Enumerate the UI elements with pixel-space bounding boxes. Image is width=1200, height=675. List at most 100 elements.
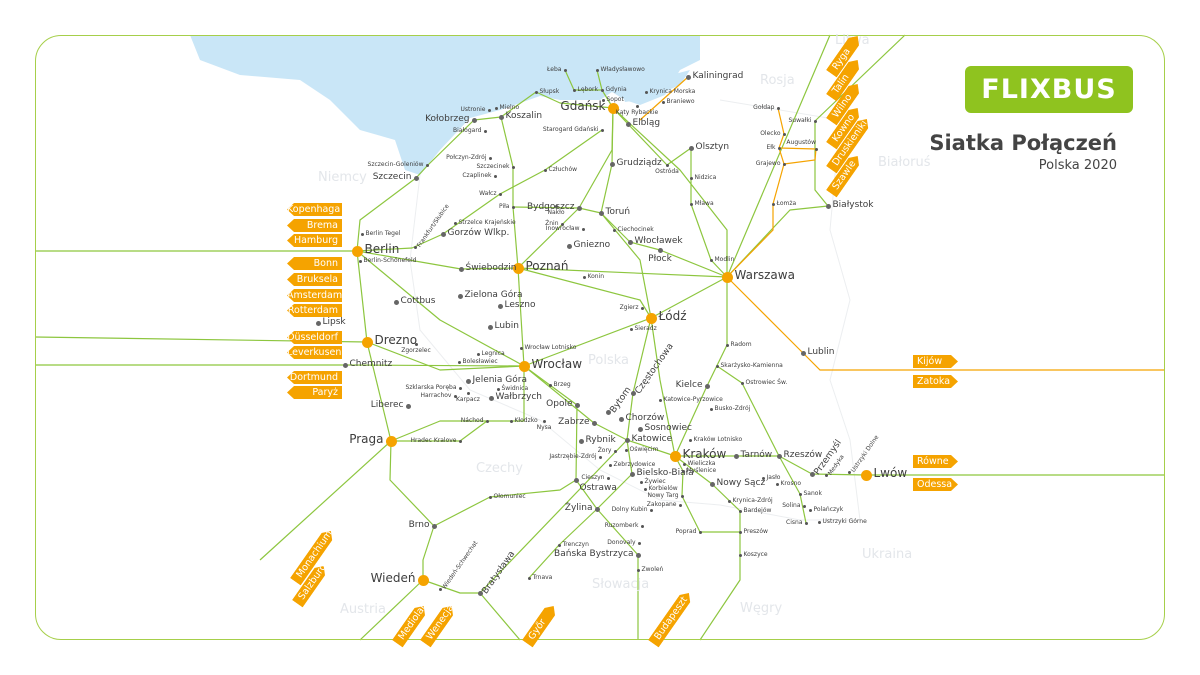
city-label-czaplinek[interactable]: Czaplinek (462, 172, 492, 179)
city-label-ruzomberk[interactable]: Ruzomberk (604, 522, 639, 529)
city-label-ciechocinek[interactable]: Ciechocinek (617, 226, 654, 233)
city-label-szczecinek[interactable]: Szczecinek (476, 163, 510, 170)
city-label-krakow[interactable]: Kraków (682, 447, 727, 461)
city-label-lwow[interactable]: Lwów (873, 466, 908, 480)
city-label-ostroda[interactable]: Ostróda (655, 167, 679, 175)
city-label-korbielow[interactable]: Korbielów (648, 485, 678, 492)
city-label-olsztyn[interactable]: Olsztyn (695, 142, 730, 152)
city-label-cisna[interactable]: Cisna (786, 519, 803, 526)
city-label-walcz[interactable]: Wałcz (479, 190, 497, 197)
city-label-swidnica[interactable]: Świdnica (501, 385, 529, 392)
destination-tag-amsterdam[interactable]: Amsterdam (287, 289, 343, 302)
destination-tag-odessa[interactable]: Odessa (913, 478, 958, 491)
city-label-wloclawek[interactable]: Włocławek (634, 236, 683, 246)
city-label-radom[interactable]: Radom (730, 341, 752, 348)
city-label-szczecin-goleniow[interactable]: Szczecin-Goleniów (367, 161, 424, 168)
city-label-koszyce[interactable]: Koszyce (743, 551, 768, 558)
city-label-czluchow[interactable]: Człuchów (548, 166, 578, 173)
city-label-skarzysko-kamienna[interactable]: Skarżysko-Kamienna (720, 362, 783, 369)
city-label-opole[interactable]: Opole (546, 399, 573, 409)
destination-tag-dortmund[interactable]: Dortmund (287, 371, 342, 384)
city-label-brzeg[interactable]: Brzeg (553, 381, 571, 388)
city-label-pila[interactable]: Piła (498, 203, 510, 210)
city-label-naklo[interactable]: Nakło (547, 208, 565, 216)
city-label-olomuniec[interactable]: Ołomuniec (493, 493, 526, 500)
city-label-lodz[interactable]: Łódź (658, 309, 687, 323)
city-label-sopot[interactable]: Sopot (606, 96, 624, 103)
city-label-bardejow[interactable]: Bardejów (743, 507, 772, 514)
destination-tag-paryz[interactable]: Paryż (287, 386, 342, 399)
destination-tag-dusseldorf[interactable]: Düsseldorf (287, 331, 342, 344)
city-label-ostrowiec-sw[interactable]: Ostrowiec Św. (745, 379, 788, 386)
city-label-ustronie[interactable]: Ustronie (460, 106, 486, 113)
city-label-gdansk[interactable]: Gdańsk (560, 99, 606, 113)
city-label-mlawa[interactable]: Mława (694, 200, 714, 207)
city-label-walbrzych[interactable]: Wałbrzych (495, 392, 543, 402)
city-label-zielona-gora[interactable]: Zielona Góra (464, 290, 523, 300)
city-label-zgorzelec[interactable]: Zgorzelec (401, 346, 431, 354)
city-label-polczyn-zdroj[interactable]: Połczyn-Zdrój (446, 154, 487, 161)
city-label-donovaly[interactable]: Donovaly (607, 539, 636, 546)
destination-tag-bonn[interactable]: Bonn (287, 257, 342, 270)
city-label-dolny-kubin[interactable]: Dolny Kubin (611, 506, 648, 513)
city-label-torun[interactable]: Toruń (605, 207, 631, 217)
city-label-zylina[interactable]: Żylina (564, 503, 593, 513)
city-label-szczecin[interactable]: Szczecin (372, 172, 412, 182)
city-label-znin[interactable]: Żnin (545, 220, 559, 227)
city-label-liberec[interactable]: Liberec (370, 400, 404, 410)
city-label-praga[interactable]: Praga (349, 432, 384, 446)
city-label-polanczyk[interactable]: Polańczyk (813, 506, 844, 513)
city-label-zgierz[interactable]: Zgierz (619, 304, 639, 311)
city-label-zabrze[interactable]: Zabrze (558, 417, 590, 427)
city-label-wroclaw[interactable]: Wrocław (531, 357, 583, 371)
city-label-katy-rybackie[interactable]: Kąty Rybackie (615, 108, 659, 116)
city-label-bydgoszcz[interactable]: Bydgoszcz (526, 202, 575, 212)
city-label-trenczyn[interactable]: Trenczyn (562, 541, 589, 548)
city-label-oswiecim[interactable]: Oświęcim (629, 446, 659, 453)
city-label-jelenia-gora[interactable]: Jelenia Góra (472, 375, 528, 385)
city-label-zory[interactable]: Żory (597, 447, 612, 454)
city-label-myslenice[interactable]: Myślenice (686, 467, 717, 474)
city-label-lubin[interactable]: Lubin (494, 321, 519, 331)
city-label-olecko[interactable]: Olecko (760, 130, 781, 137)
city-label-trnava[interactable]: Trnava (532, 574, 553, 581)
city-label-zwolen[interactable]: Zwoleń (641, 566, 664, 573)
city-label-wieliczka[interactable]: Wieliczka (687, 460, 716, 467)
city-label-ustrzyki-gorne[interactable]: Ustrzyki Górne (822, 518, 867, 525)
city-label-elblag[interactable]: Elbląg (632, 118, 661, 128)
city-label-modlin[interactable]: Modlin (714, 256, 735, 263)
city-label-gdynia[interactable]: Gdynia (605, 86, 627, 93)
city-label-augustow[interactable]: Augustów (786, 138, 816, 146)
city-label-bialystok[interactable]: Białystok (832, 200, 874, 210)
city-label-berlin-tegel[interactable]: Berlin Tegel (365, 230, 401, 237)
city-label-wroclaw-lotnisko[interactable]: Wrocław Lotnisko (524, 344, 577, 351)
destination-tag-rowne[interactable]: Równe (913, 455, 958, 468)
city-label-starogard-gdanski[interactable]: Starogard Gdański (542, 126, 599, 133)
city-label-grajewo[interactable]: Grajewo (755, 160, 781, 167)
city-label-grudziadz[interactable]: Grudziądz (616, 158, 662, 168)
city-label-plock[interactable]: Płock (648, 253, 672, 264)
city-label-poznan[interactable]: Poznań (525, 259, 569, 273)
city-label-koszalin[interactable]: Koszalin (505, 111, 543, 121)
city-label-leba[interactable]: Łeba (546, 66, 562, 73)
flixbus-logo[interactable]: FLIXBUS (965, 66, 1133, 113)
city-label-konin[interactable]: Konin (587, 273, 605, 280)
city-label-chemnitz[interactable]: Chemnitz (349, 359, 393, 369)
city-label-wladyslawowo[interactable]: Władysławowo (600, 66, 645, 73)
city-label-lomza[interactable]: Łomża (776, 200, 797, 207)
city-label-zebrzydowice[interactable]: Zebrzydowice (613, 461, 656, 468)
city-label-lublin[interactable]: Lublin (807, 347, 835, 357)
city-label-krynica-morska[interactable]: Krynica Morska (649, 88, 696, 95)
city-label-brno[interactable]: Brno (408, 520, 430, 530)
city-label-solina[interactable]: Solina (782, 502, 801, 509)
city-label-zakopane[interactable]: Zakopane (646, 501, 677, 508)
city-label-wieden[interactable]: Wiedeń (370, 571, 416, 585)
city-label-warszawa[interactable]: Warszawa (734, 268, 795, 282)
city-label-mielno[interactable]: Mielno (499, 104, 520, 111)
city-label-jastrzebie-zdroj[interactable]: Jastrzębie-Zdrój (549, 453, 597, 460)
city-label-jaslo[interactable]: Jasło (766, 474, 781, 481)
city-label-harrachov[interactable]: Harrachov (420, 392, 452, 399)
city-label-krosno[interactable]: Krosno (780, 480, 802, 487)
city-label-slupsk[interactable]: Słupsk (539, 88, 560, 95)
city-label-banska-bystrzyca[interactable]: Bańska Bystrzyca (554, 549, 634, 559)
